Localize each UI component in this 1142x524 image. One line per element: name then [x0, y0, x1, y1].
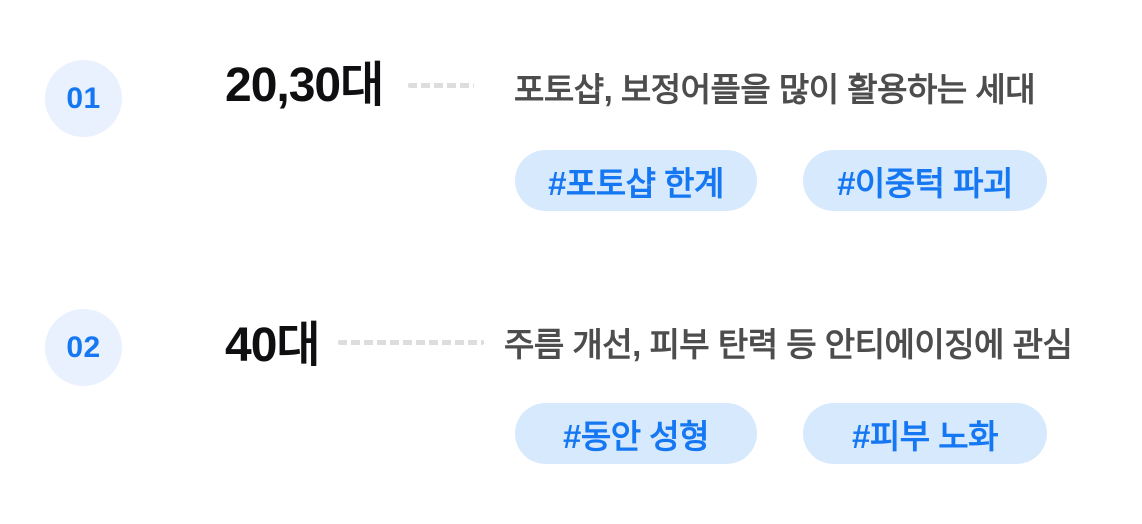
- hashtag-chip[interactable]: #포토샵 한계: [515, 150, 757, 211]
- hashtag-chip[interactable]: #동안 성형: [515, 403, 757, 464]
- age-group-description: 포토샵, 보정어플을 많이 활용하는 세대: [514, 71, 1036, 108]
- index-number: 01: [66, 81, 101, 115]
- dashed-connector: [338, 340, 484, 345]
- index-badge: 01: [45, 60, 122, 137]
- age-group-description: 주름 개선, 피부 탄력 등 안티에이징에 관심: [504, 326, 1073, 363]
- age-group-title: 20,30대: [225, 59, 384, 112]
- age-group-title: 40대: [225, 319, 321, 372]
- hashtag-chip[interactable]: #피부 노화: [803, 403, 1047, 464]
- dashed-connector: [408, 83, 474, 88]
- index-badge: 02: [45, 309, 122, 386]
- index-number: 02: [66, 330, 101, 364]
- hashtag-chip[interactable]: #이중턱 파괴: [803, 150, 1047, 211]
